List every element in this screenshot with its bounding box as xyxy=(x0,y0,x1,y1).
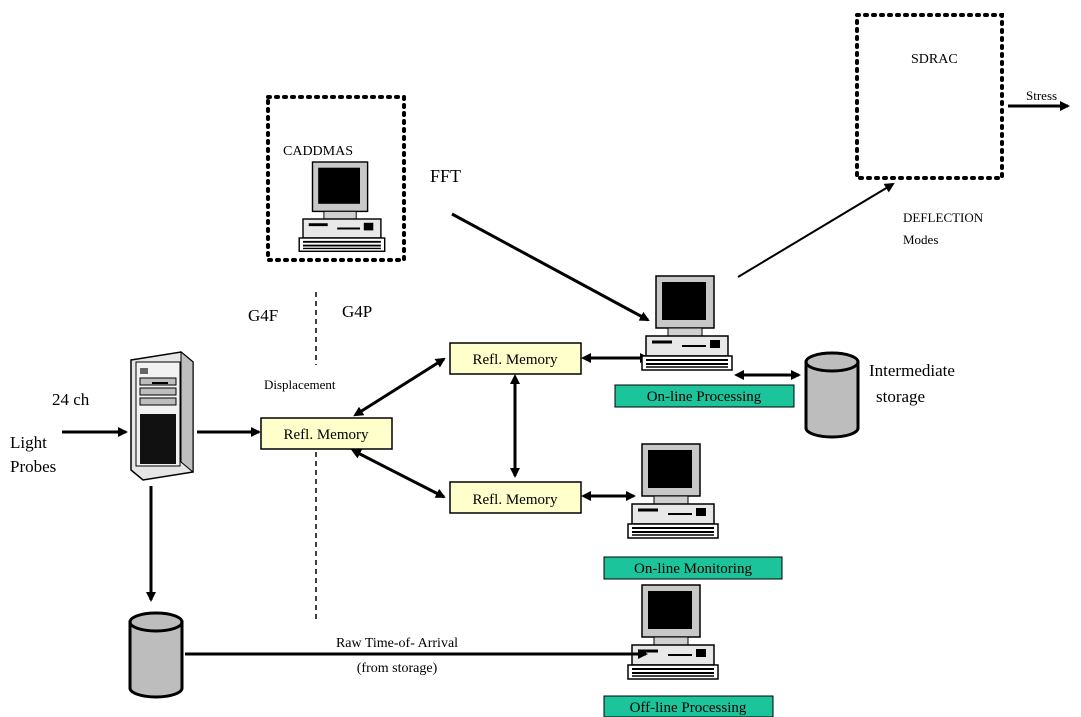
g4p-label: G4P xyxy=(342,302,372,321)
g4f-label: G4F xyxy=(248,306,278,325)
refl-memory-left: Refl. Memory xyxy=(260,417,393,450)
sdrac-box: SDRAC xyxy=(855,13,1004,180)
stress-label: Stress xyxy=(1026,88,1057,103)
online-monitoring-tag: On-line Monitoring xyxy=(603,556,783,580)
intermediate-label: Intermediate xyxy=(869,361,955,380)
probes-label: Probes xyxy=(10,457,56,476)
online-processing-tag: On-line Processing xyxy=(614,384,795,408)
deflection-label: DEFLECTION xyxy=(903,210,984,225)
online-monitoring-computer-icon xyxy=(626,442,720,540)
refl-memory-top-label: Refl. Memory xyxy=(473,352,558,368)
refl-memory-bottom: Refl. Memory xyxy=(449,481,582,514)
memory-left-bottom-arrow xyxy=(350,449,446,499)
fft-label: FFT xyxy=(430,166,461,186)
from-storage-label: (from storage) xyxy=(357,661,438,676)
offline-processing-computer-icon xyxy=(626,583,720,681)
modes-label: Modes xyxy=(903,232,938,247)
online-processing-label: On-line Processing xyxy=(647,389,762,405)
online-processing-computer-icon xyxy=(640,274,734,372)
sdrac-label: SDRAC xyxy=(911,52,958,67)
ch24-label: 24 ch xyxy=(52,390,90,409)
deflection-arrow xyxy=(737,182,895,278)
displacement-label: Displacement xyxy=(264,377,336,392)
offline-processing-tag: Off-line Processing xyxy=(603,695,774,717)
light-label: Light xyxy=(10,433,47,452)
storage-label: storage xyxy=(876,387,925,406)
caddmas-computer-icon xyxy=(297,160,387,253)
refl-memory-top: Refl. Memory xyxy=(449,342,582,375)
raw-toa-label: Raw Time-of- Arrival xyxy=(336,636,458,651)
memory-left-top-arrow xyxy=(353,357,446,417)
server-tower-icon xyxy=(130,350,194,481)
refl-memory-bottom-label: Refl. Memory xyxy=(473,492,558,508)
online-monitoring-label: On-line Monitoring xyxy=(634,561,752,577)
offline-processing-label: Off-line Processing xyxy=(630,700,747,716)
caddmas-box: CADDMAS xyxy=(266,95,406,262)
fft-arrow xyxy=(451,212,650,322)
caddmas-label: CADDMAS xyxy=(283,144,353,159)
intermediate-storage-disk-icon xyxy=(804,351,860,439)
refl-memory-left-label: Refl. Memory xyxy=(284,427,369,443)
raw-storage-disk-icon xyxy=(128,611,184,699)
